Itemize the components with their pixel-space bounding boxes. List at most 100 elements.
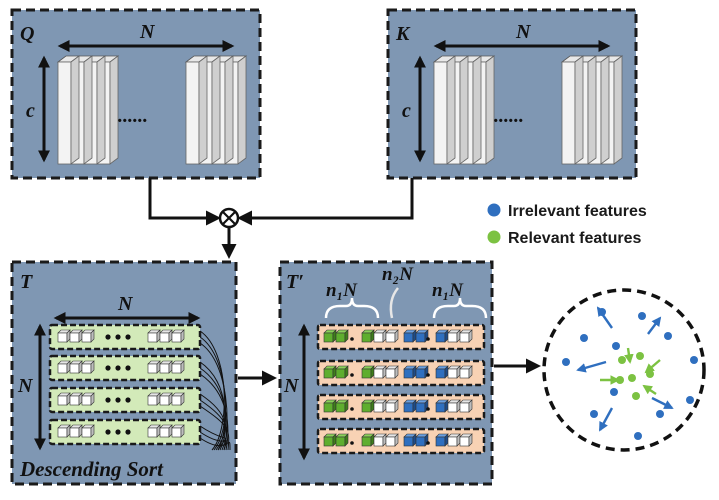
- cube-face: [447, 368, 458, 379]
- cube-face: [335, 436, 346, 447]
- cube-face: [323, 368, 334, 379]
- slab-side: [485, 55, 495, 165]
- k-ellipsis: ......: [494, 105, 524, 127]
- cube-face: [57, 395, 68, 406]
- cube-face: [459, 402, 470, 413]
- cube-face: [435, 402, 446, 413]
- row-gap-dot: [350, 441, 354, 445]
- cube-face: [335, 368, 346, 379]
- cube-face: [459, 332, 470, 343]
- q-width-label: N: [139, 21, 156, 43]
- slab-side: [446, 55, 456, 165]
- cube-face: [171, 427, 182, 438]
- k-to-multiply-arrow: [237, 178, 414, 226]
- legend: Irrelevant features Relevant features: [487, 203, 647, 247]
- cube-face: [171, 363, 182, 374]
- cube-face: [373, 436, 384, 447]
- cube-side: [468, 329, 473, 343]
- cube-face: [385, 332, 396, 343]
- seg-left-brace: [324, 297, 380, 319]
- cube-side: [180, 329, 185, 343]
- row-ellipsis-dot: [115, 397, 121, 403]
- legend-irrelevant-label: Irrelevant features: [508, 203, 647, 220]
- k-panel: K N c ......: [386, 8, 638, 180]
- cube-face: [81, 427, 92, 438]
- cube-face: [403, 368, 414, 379]
- slab-side: [109, 55, 119, 165]
- row-gap-dot: [350, 337, 354, 341]
- cube-face: [361, 436, 372, 447]
- cube-face: [373, 332, 384, 343]
- cube-face: [147, 427, 158, 438]
- cube-face: [81, 363, 92, 374]
- row-ellipsis-dot: [105, 397, 111, 403]
- cube-face: [335, 332, 346, 343]
- relevant-point: [636, 352, 644, 360]
- k-width-label: N: [515, 21, 532, 43]
- q-to-multiply-arrow: [148, 178, 221, 226]
- sort-curve: [199, 342, 228, 451]
- cube-side: [90, 329, 95, 343]
- cube-side: [394, 365, 399, 379]
- cube-side: [344, 399, 349, 413]
- cube-face: [147, 332, 158, 343]
- cube-side: [180, 360, 185, 374]
- legend-relevant-dot: [487, 230, 501, 244]
- t-panel: T N N Descending Sort: [10, 260, 238, 486]
- row-ellipsis-dot: [105, 365, 111, 371]
- cube-face: [361, 402, 372, 413]
- cube-face: [335, 402, 346, 413]
- slab-side: [70, 55, 80, 165]
- irrelevant-point: [612, 342, 620, 350]
- cube-face: [415, 368, 426, 379]
- slab-side: [224, 55, 234, 165]
- slab-side: [237, 55, 247, 165]
- cube-face: [459, 368, 470, 379]
- cube-face: [403, 332, 414, 343]
- slab-side: [198, 55, 208, 165]
- cube-side: [394, 433, 399, 447]
- cube-face: [435, 368, 446, 379]
- k-feature-stack-left: [432, 55, 496, 165]
- cube-face: [415, 402, 426, 413]
- cube-face: [373, 402, 384, 413]
- cube-face: [459, 436, 470, 447]
- row-ellipsis-dot: [115, 334, 121, 340]
- t-prime-panel: T′ N n₁N n₂N n₁N: [278, 260, 494, 486]
- cube-face: [171, 395, 182, 406]
- cube-side: [468, 365, 473, 379]
- row-gap-dot: [426, 407, 430, 411]
- t-height-label: N: [17, 375, 34, 397]
- q-panel: Q N c ......: [10, 8, 262, 180]
- relevant-point: [628, 374, 636, 382]
- seg-right-label: n₁N: [432, 280, 464, 301]
- slab-side: [587, 55, 597, 165]
- cube-face: [403, 402, 414, 413]
- k-label: K: [395, 23, 411, 45]
- cube-face: [159, 363, 170, 374]
- multiply-cross-b: [222, 211, 236, 225]
- irrelevant-point: [638, 312, 646, 320]
- pull-arrow: [642, 384, 657, 395]
- row-gap-dot: [426, 373, 430, 377]
- cube-side: [90, 424, 95, 438]
- cube-face: [361, 332, 372, 343]
- slab-front: [561, 61, 576, 165]
- row-ellipsis-dot: [115, 365, 121, 371]
- irrelevant-point: [562, 358, 570, 366]
- q-feature-stack-right: [184, 55, 248, 165]
- irrelevant-point: [686, 396, 694, 404]
- seg-mid-pointer: [389, 287, 399, 319]
- push-arrow: [596, 306, 613, 329]
- cube-face: [69, 363, 80, 374]
- t-caption: Descending Sort: [19, 457, 164, 481]
- seg-left-label: n₁N: [326, 280, 358, 301]
- irrelevant-point: [690, 356, 698, 364]
- cube-side: [394, 399, 399, 413]
- row-gap-dot: [426, 337, 430, 341]
- slab-side: [472, 55, 482, 165]
- cube-face: [361, 368, 372, 379]
- t-label: T: [20, 271, 33, 293]
- k-feature-stack-right: [560, 55, 624, 165]
- cube-face: [81, 332, 92, 343]
